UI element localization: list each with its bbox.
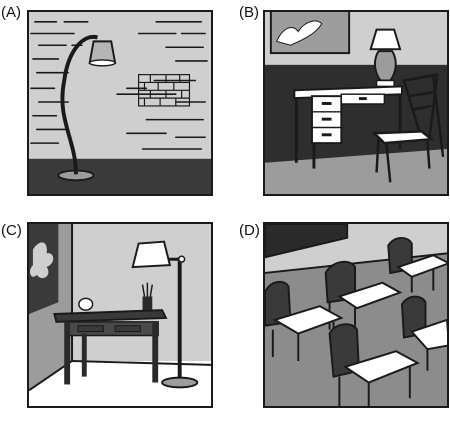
panel-label-c: (C): [1, 222, 22, 239]
panel-c-image: [27, 222, 213, 408]
panel-b-image: [263, 10, 449, 196]
panel-label-a: (A): [1, 4, 21, 21]
small-desk-floor-lamp-illustration: [29, 224, 211, 406]
panel-a-image: [27, 10, 213, 196]
panel-label-d: (D): [239, 222, 260, 239]
floor-lamp-illustration: [29, 12, 211, 194]
panel-d-image: [263, 222, 449, 408]
desk-lamp-chair-illustration: [265, 12, 447, 194]
panel-label-b: (B): [239, 4, 259, 21]
classroom-desks-illustration: [265, 224, 447, 406]
